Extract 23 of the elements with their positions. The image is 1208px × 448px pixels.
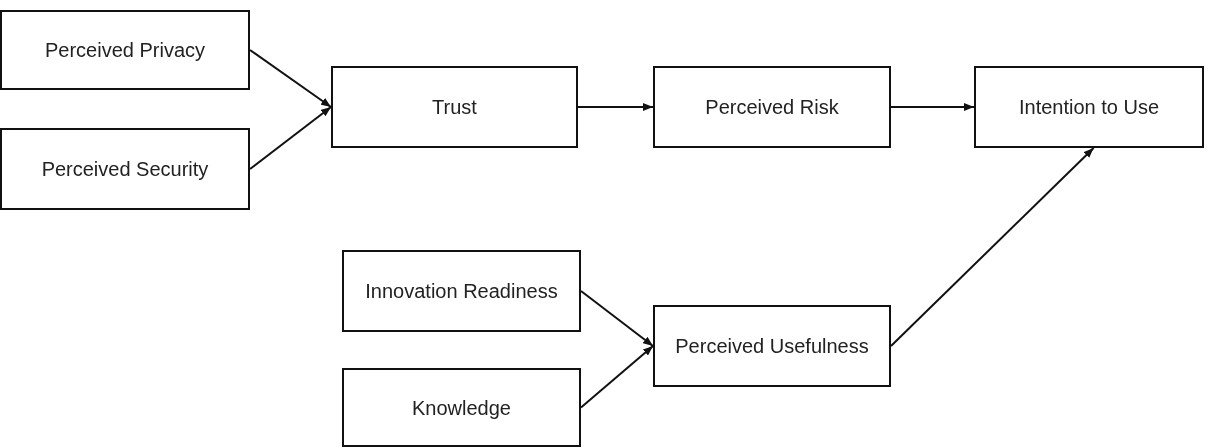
process-box	[0, 10, 250, 90]
arrow	[577, 103, 654, 111]
box-label: Knowledge	[412, 395, 511, 421]
arrow	[249, 106, 332, 170]
box-label: Perceived Usefulness	[675, 334, 869, 359]
arrow	[580, 290, 654, 347]
box-label: Perceived Risk	[705, 95, 839, 120]
arrow	[580, 345, 654, 409]
process-box	[653, 305, 891, 387]
box-label: Intention to Use	[1018, 95, 1160, 120]
process-box	[0, 128, 250, 210]
process-box	[342, 368, 581, 447]
process-box	[974, 66, 1204, 148]
process-box	[342, 250, 581, 332]
arrow	[890, 103, 975, 111]
arrow	[249, 49, 332, 108]
box-label: Perceived Privacy	[44, 38, 206, 63]
box-label: Innovation Readiness	[365, 279, 558, 304]
box-label: Perceived Security	[41, 157, 209, 182]
arrow	[890, 147, 1095, 347]
process-box	[653, 66, 891, 148]
box-label: Trust	[432, 95, 477, 120]
process-box	[331, 66, 578, 148]
